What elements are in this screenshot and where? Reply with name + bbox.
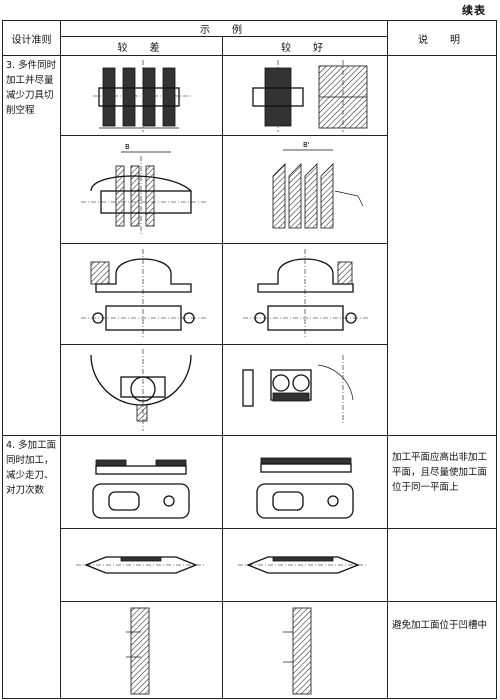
rule3-worse-disk-cutter <box>60 344 223 436</box>
continued-label: 续表 <box>462 4 486 17</box>
rule-4-text: 多加工面同时加工，减少走刀、对刀次数 <box>6 440 57 496</box>
header-rule: 设计准则 <box>2 20 61 56</box>
rule3-better-bearing-cap <box>222 243 388 345</box>
rule-4-note-1: 加工平面应高出非加工平面，且尽量使加工面位于同一平面上 <box>387 435 497 529</box>
disk-cutter-better-drawing <box>242 355 354 425</box>
header-example: 示 例 <box>60 20 388 37</box>
rule-4-note-2: 避免加工面位于凹槽中 <box>387 601 497 699</box>
recess-better-drawing <box>283 607 312 695</box>
rule3-worse-bearing-cap <box>60 243 223 345</box>
rule3-better-disk-cutter <box>222 344 388 436</box>
rule-4-cell: 4. 多加工面同时加工，减少走刀、对刀次数 <box>2 435 61 699</box>
rule-4-number: 4. <box>6 440 16 451</box>
raised-face-better-drawing <box>256 457 354 519</box>
rule3-worse-gears <box>60 55 223 136</box>
rule-3-text: 多件同时加工并尽量减少刀具切削空程 <box>6 60 57 116</box>
shaft-worse-drawing <box>76 556 206 574</box>
header-worse: 较 差 <box>60 36 223 56</box>
rule4-better-shaft <box>222 528 388 602</box>
shaft-better-drawing <box>238 556 368 574</box>
bearing-cap-better-drawing <box>243 249 368 339</box>
rule-3-number: 3. <box>6 60 16 71</box>
gear-stack-worse-drawing <box>93 60 193 132</box>
gang-mill-better-drawing: B' <box>272 141 364 229</box>
dim-b-prime-label: B' <box>303 141 310 149</box>
design-rules-table: 设计准则 示 例 说 明 较 差 较 好 3. 多件同时加工并尽量减少刀具切削空… <box>2 20 497 699</box>
gear-stack-better-drawing <box>252 60 368 132</box>
rule-3-note <box>387 55 497 436</box>
rule4-worse-raised-face <box>60 435 223 529</box>
rule3-better-gears <box>222 55 388 136</box>
header-better: 较 好 <box>222 36 388 56</box>
raised-face-worse-drawing <box>92 459 190 519</box>
bearing-cap-worse-drawing <box>81 249 206 339</box>
header-note: 说 明 <box>387 20 497 56</box>
rule-3-cell: 3. 多件同时加工并尽量减少刀具切削空程 <box>2 55 61 436</box>
rule4-better-recess <box>222 601 388 699</box>
rule4-worse-shaft <box>60 528 223 602</box>
rule-4-note-empty <box>387 528 497 602</box>
rule4-better-raised-face <box>222 435 388 529</box>
rule3-better-gangmill: B' <box>222 135 388 244</box>
dim-b-label: B <box>125 143 130 151</box>
disk-cutter-worse-drawing <box>90 349 192 431</box>
rule4-worse-recess <box>60 601 223 699</box>
gang-mill-worse-drawing: B <box>81 143 206 236</box>
recess-worse-drawing <box>126 607 150 695</box>
rule3-worse-gangmill: B <box>60 135 223 244</box>
